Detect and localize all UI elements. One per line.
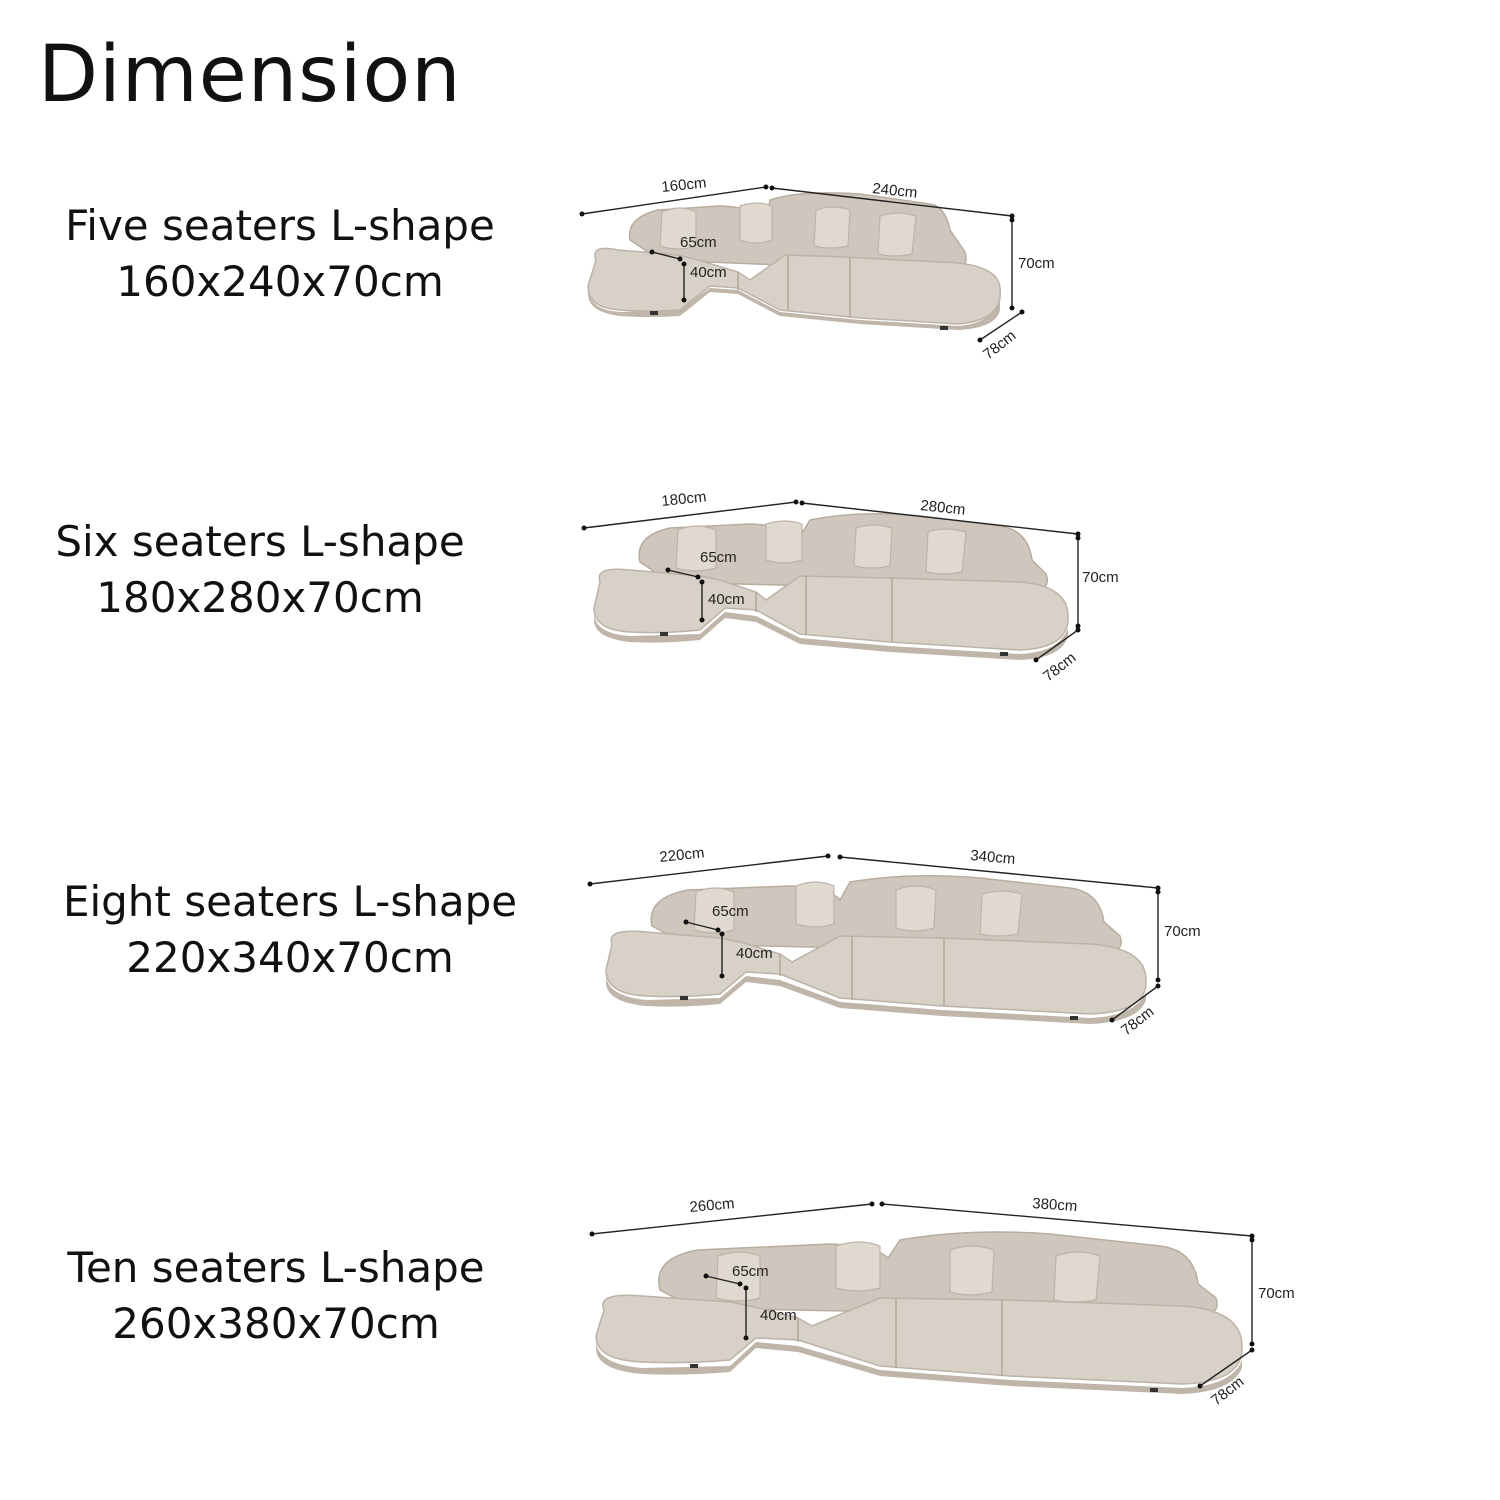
variant-name: Eight seaters L-shape bbox=[62, 877, 518, 926]
dim-left-width: 260cm bbox=[689, 1195, 735, 1216]
dimension-lines bbox=[587, 853, 1161, 1023]
variant-label-ten: Ten seaters L-shape 260x380x70cm bbox=[0, 1240, 556, 1352]
dim-seat-height: 40cm bbox=[760, 1307, 797, 1324]
sofa-diagram-eight: 220cm 340cm 70cm 78cm 65cm 40cm bbox=[587, 844, 1201, 1039]
dim-seat-height: 40cm bbox=[690, 264, 727, 281]
variant-label-eight: Eight seaters L-shape 220x340x70cm bbox=[10, 874, 570, 986]
dim-seat-depth: 65cm bbox=[680, 234, 717, 251]
sofa-diagram-five: 160cm 240cm 70cm 78cm 65cm 40cm bbox=[579, 174, 1055, 363]
sofa-illustration bbox=[593, 513, 1069, 660]
dim-seat-height: 40cm bbox=[708, 591, 745, 608]
dim-right-width: 280cm bbox=[920, 497, 967, 519]
dim-seat-height: 40cm bbox=[736, 945, 773, 962]
sofa-illustration bbox=[587, 192, 1002, 330]
dim-seat-depth: 65cm bbox=[712, 903, 749, 920]
dim-height: 70cm bbox=[1164, 923, 1201, 940]
dim-seat-depth: 65cm bbox=[732, 1263, 769, 1280]
page-title: Dimension bbox=[38, 30, 462, 120]
sofa-illustration bbox=[595, 1231, 1243, 1394]
dim-left-width: 160cm bbox=[661, 174, 708, 196]
sofa-diagram-six: 180cm 280cm 70cm 78cm 65cm 40cm bbox=[581, 488, 1119, 685]
variant-name: Five seaters L-shape bbox=[65, 201, 495, 250]
dim-height: 70cm bbox=[1082, 569, 1119, 586]
variant-size: 260x380x70cm bbox=[112, 1299, 440, 1348]
dim-right-width: 380cm bbox=[1032, 1195, 1078, 1215]
variant-size: 160x240x70cm bbox=[116, 257, 444, 306]
dim-left-width: 220cm bbox=[659, 844, 706, 866]
dim-seat-depth: 65cm bbox=[700, 549, 737, 566]
variant-name: Ten seaters L-shape bbox=[67, 1243, 485, 1292]
dim-right-width: 240cm bbox=[872, 180, 919, 202]
dimension-lines bbox=[579, 184, 1025, 343]
sofa-diagram-ten: 260cm 380cm 70cm 78cm 65cm 40cm bbox=[589, 1195, 1295, 1409]
variant-label-five: Five seaters L-shape 160x240x70cm bbox=[0, 198, 560, 310]
dim-depth: 78cm bbox=[980, 327, 1019, 363]
variant-size: 180x280x70cm bbox=[96, 573, 424, 622]
dimension-lines bbox=[581, 499, 1081, 663]
dimension-lines bbox=[589, 1201, 1255, 1389]
dim-right-width: 340cm bbox=[970, 847, 1016, 868]
dim-height: 70cm bbox=[1258, 1285, 1295, 1302]
variant-name: Six seaters L-shape bbox=[55, 517, 465, 566]
variant-label-six: Six seaters L-shape 180x280x70cm bbox=[0, 514, 540, 626]
variant-size: 220x340x70cm bbox=[126, 933, 454, 982]
dim-height: 70cm bbox=[1018, 255, 1055, 272]
dim-left-width: 180cm bbox=[661, 488, 708, 510]
sofa-illustration bbox=[605, 875, 1147, 1024]
